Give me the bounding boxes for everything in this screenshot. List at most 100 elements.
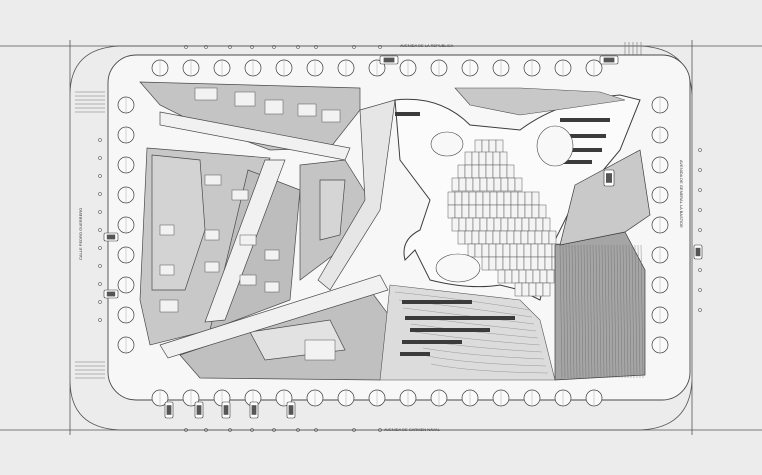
parking-bar (562, 160, 592, 164)
tree-icon (337, 59, 355, 77)
roof-row (467, 243, 560, 258)
grid-marker-icon (378, 45, 382, 49)
parking-bar (560, 118, 610, 122)
tree-icon (430, 59, 448, 77)
car-icon (221, 401, 231, 419)
grid-marker-icon (698, 268, 702, 272)
grid-marker-icon (98, 282, 102, 286)
parking-bar (402, 300, 472, 304)
street-label-south: AVENIDA DE CARMEN NAVAL (384, 427, 441, 432)
tree-icon (213, 59, 231, 77)
grid-marker-icon (698, 228, 702, 232)
car-icon (286, 401, 296, 419)
roof-row (464, 151, 508, 166)
grid-marker-icon (98, 318, 102, 322)
right-building (554, 149, 651, 381)
grid-marker-icon (98, 300, 102, 304)
car-icon (249, 401, 259, 419)
street-label-west: CALLE PEDRO GUERRERO (78, 208, 83, 260)
grid-marker-icon (698, 168, 702, 172)
tree-icon (368, 389, 386, 407)
tree-icon (585, 59, 603, 77)
roof-row (457, 230, 557, 245)
tree-icon (554, 389, 572, 407)
tree-icon (399, 389, 417, 407)
grid-marker-icon (204, 45, 208, 49)
tree-icon (182, 389, 200, 407)
street-label-east: AVENIDA DE GENERAL LA BASTIDE (679, 160, 684, 228)
tree-icon (275, 59, 293, 77)
car-icon (194, 401, 204, 419)
tree-icon (554, 59, 572, 77)
car-icon (103, 289, 119, 299)
grid-marker-icon (98, 228, 102, 232)
tree-icon (523, 59, 541, 77)
car-icon (164, 401, 174, 419)
car-icon (103, 232, 119, 242)
grid-marker-icon (98, 210, 102, 214)
car-icon (603, 169, 615, 187)
parking-bar (395, 112, 420, 116)
roof-row (451, 217, 551, 232)
grid-marker-icon (698, 188, 702, 192)
grid-marker-icon (98, 138, 102, 142)
grid-marker-icon (314, 45, 318, 49)
parking-bar (405, 316, 515, 320)
grid-marker-icon (296, 428, 300, 432)
roof-row (451, 177, 523, 192)
tree-icon (492, 389, 510, 407)
grid-marker-icon (378, 428, 382, 432)
tree-icon (430, 389, 448, 407)
roof-row (457, 164, 515, 179)
parking-bar (566, 134, 606, 138)
grid-marker-icon (272, 428, 276, 432)
grid-marker-icon (314, 428, 318, 432)
tree-icon (117, 306, 135, 324)
street-label-north: AVENIDA DE LA REPUBLICA (400, 43, 454, 48)
grid-marker-icon (296, 45, 300, 49)
tree-icon (523, 389, 541, 407)
parking-bars (395, 112, 610, 356)
grid-marker-icon (184, 45, 188, 49)
tree-icon (651, 126, 669, 144)
tree-icon (461, 59, 479, 77)
tree-icon (651, 156, 669, 174)
grid-marker-icon (184, 428, 188, 432)
tree-icon (151, 59, 169, 77)
cars (103, 55, 703, 419)
tree-icon (117, 186, 135, 204)
tree-icon (117, 156, 135, 174)
parking-bar (400, 352, 430, 356)
roof-row (481, 256, 560, 271)
parking-bar (402, 340, 462, 344)
tree-icon (117, 276, 135, 294)
tree-icon (651, 306, 669, 324)
stepped-roof (447, 139, 560, 297)
roof-row (447, 204, 547, 219)
tree-icon (461, 389, 479, 407)
grid-marker-icon (698, 208, 702, 212)
tree-icon (117, 336, 135, 354)
grid-marker-icon (698, 288, 702, 292)
tree-icon (337, 389, 355, 407)
tree-icon (399, 59, 417, 77)
grid-marker-icon (272, 45, 276, 49)
tree-icon (182, 59, 200, 77)
ovals (430, 125, 574, 283)
grid-marker-icon (228, 428, 232, 432)
grid-marker-icon (698, 148, 702, 152)
top-canopy (454, 87, 626, 116)
tree-icon (651, 186, 669, 204)
tree-icon (117, 126, 135, 144)
roof-row (447, 191, 540, 206)
tree-icon (651, 96, 669, 114)
tree-icon (117, 96, 135, 114)
grid-marker-icon (98, 264, 102, 268)
car-icon (379, 55, 399, 65)
grid-marker-icon (98, 192, 102, 196)
grid-marker-icon (204, 428, 208, 432)
grid-marker-icon (352, 428, 356, 432)
tree-icon (585, 389, 603, 407)
